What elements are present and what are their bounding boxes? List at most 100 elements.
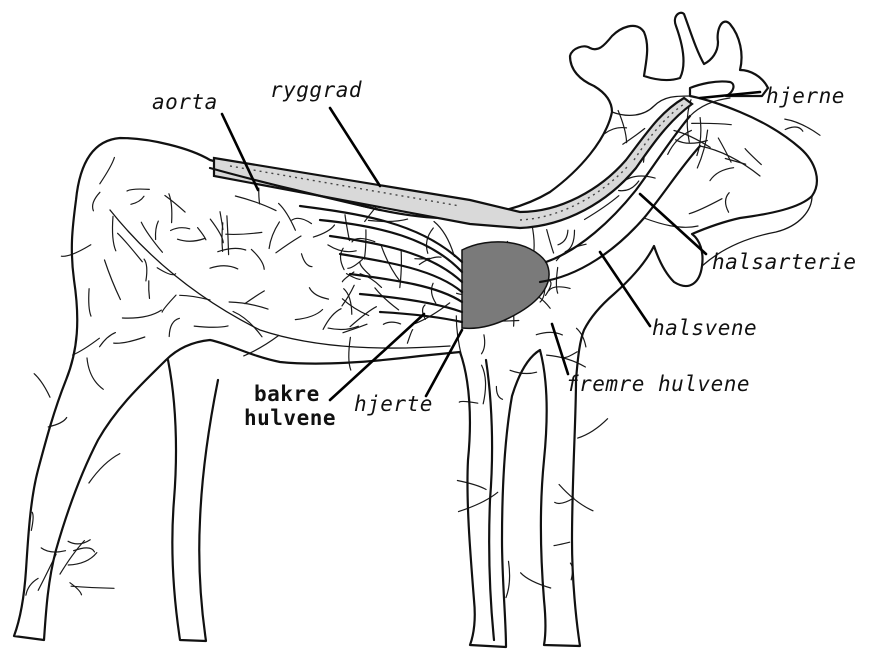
- vessel-branch: [229, 302, 268, 309]
- vessel-branch: [689, 199, 722, 214]
- vessel-branch: [31, 512, 33, 530]
- vessel-branch: [554, 542, 570, 545]
- vessel-branch: [343, 324, 367, 333]
- label-hjerne: hjerne: [766, 84, 845, 108]
- label-aorta: aorta: [152, 90, 218, 114]
- vessel-branch: [432, 283, 436, 303]
- label-halsvene: halsvene: [652, 316, 757, 340]
- vessel-branch: [496, 387, 502, 400]
- label-bakre-hulvene: bakre hulvene: [244, 382, 336, 430]
- vessel-branch: [245, 291, 264, 304]
- vessel-branch: [41, 548, 65, 552]
- vessel-branch: [210, 266, 238, 269]
- vessel-branch: [105, 260, 121, 300]
- vessel-branch: [564, 352, 578, 358]
- vessel-branch: [71, 586, 114, 588]
- label-bakre-hulvene-line1: bakre: [244, 382, 336, 406]
- vessel-branch: [549, 287, 570, 291]
- vessel-branch: [70, 583, 82, 595]
- vessel-branch: [292, 218, 312, 223]
- vessel-branch: [162, 295, 176, 312]
- label-bakre-hulvene-line2: hulvene: [244, 406, 336, 430]
- vessel-branch: [556, 268, 557, 294]
- vessel-branch: [198, 228, 206, 240]
- vessel-branch: [350, 307, 376, 327]
- vessel-branch: [74, 548, 95, 552]
- vessel-branch: [482, 335, 485, 354]
- vessel-branch: [169, 318, 179, 336]
- vessel-branch: [131, 196, 144, 204]
- vessel-branch: [127, 189, 149, 191]
- vessel-branch: [309, 288, 328, 299]
- vessel-branch: [118, 233, 143, 261]
- label-hjerte: hjerte: [354, 392, 433, 416]
- vessel-branch: [536, 332, 562, 335]
- vessel-branch: [323, 309, 341, 330]
- fremre-hulvene-leader: [552, 324, 568, 374]
- vessel-branch: [558, 230, 568, 245]
- label-fremre-hulvene: fremre hulvene: [566, 372, 750, 396]
- vessel-branch: [745, 149, 761, 165]
- vessel-branch: [559, 485, 593, 511]
- vessel-branch: [383, 322, 400, 324]
- vessel-branch: [506, 561, 510, 597]
- vessel-branch: [605, 128, 627, 134]
- vessel-branch: [89, 289, 91, 316]
- vessel-branch: [547, 230, 554, 253]
- vessel-branch: [251, 249, 264, 269]
- vessel-branch: [692, 123, 732, 124]
- vessel-branch: [171, 228, 190, 231]
- vessel-branch: [710, 168, 734, 181]
- vessel-branch: [178, 239, 205, 242]
- vessel-branch: [785, 127, 803, 131]
- vessel-branch: [155, 221, 158, 239]
- vessel-branch: [521, 573, 551, 588]
- vessel-branch: [269, 222, 279, 249]
- label-halsarterie: halsarterie: [712, 250, 857, 274]
- vessel-branch: [342, 299, 368, 316]
- vessel-branch: [407, 330, 412, 344]
- vessel-branch: [100, 158, 115, 184]
- vessel-branch: [26, 578, 38, 595]
- vessel-branch: [302, 254, 313, 267]
- vessel-branch: [149, 281, 150, 299]
- vessel-branch: [60, 541, 84, 575]
- heart-shape: [462, 242, 549, 329]
- far-hind-leg-outline: [168, 360, 218, 641]
- vessel-branch: [89, 454, 120, 483]
- vessel-branch: [100, 333, 116, 347]
- vessel-branch: [144, 259, 147, 281]
- vessel-branch: [726, 193, 730, 213]
- vessel-branch: [349, 337, 351, 370]
- vessel-branch: [235, 196, 276, 211]
- hjerte-leader: [426, 330, 462, 396]
- vessel-branch: [112, 216, 115, 250]
- ryggrad-leader: [330, 108, 380, 186]
- halsarterie-leader: [640, 194, 706, 254]
- vessel-branch: [482, 365, 486, 404]
- vessel-branch: [328, 245, 356, 252]
- vessel-branch: [114, 337, 145, 343]
- vessel-branch: [220, 212, 223, 230]
- vessel-branch: [61, 245, 90, 256]
- vessel-branch: [276, 236, 301, 253]
- vessel-branch: [345, 215, 349, 241]
- vessel-branch: [459, 492, 498, 511]
- vessel-branch: [226, 232, 262, 234]
- vessel-branch: [87, 358, 103, 389]
- label-ryggrad: ryggrad: [270, 78, 362, 102]
- vessel-branch: [68, 540, 90, 544]
- vessel-branch: [34, 374, 50, 398]
- vessel-branch: [457, 481, 486, 490]
- vessel-branch: [360, 262, 370, 275]
- vessel-branch: [364, 230, 366, 259]
- vessel-branch: [122, 310, 161, 318]
- vessel-branch: [210, 219, 223, 243]
- vessel-branch: [194, 326, 228, 327]
- vessel-branch: [423, 305, 426, 319]
- vessel-branch: [295, 310, 322, 320]
- vessel-network: [26, 100, 820, 598]
- vessel-branch: [93, 192, 100, 211]
